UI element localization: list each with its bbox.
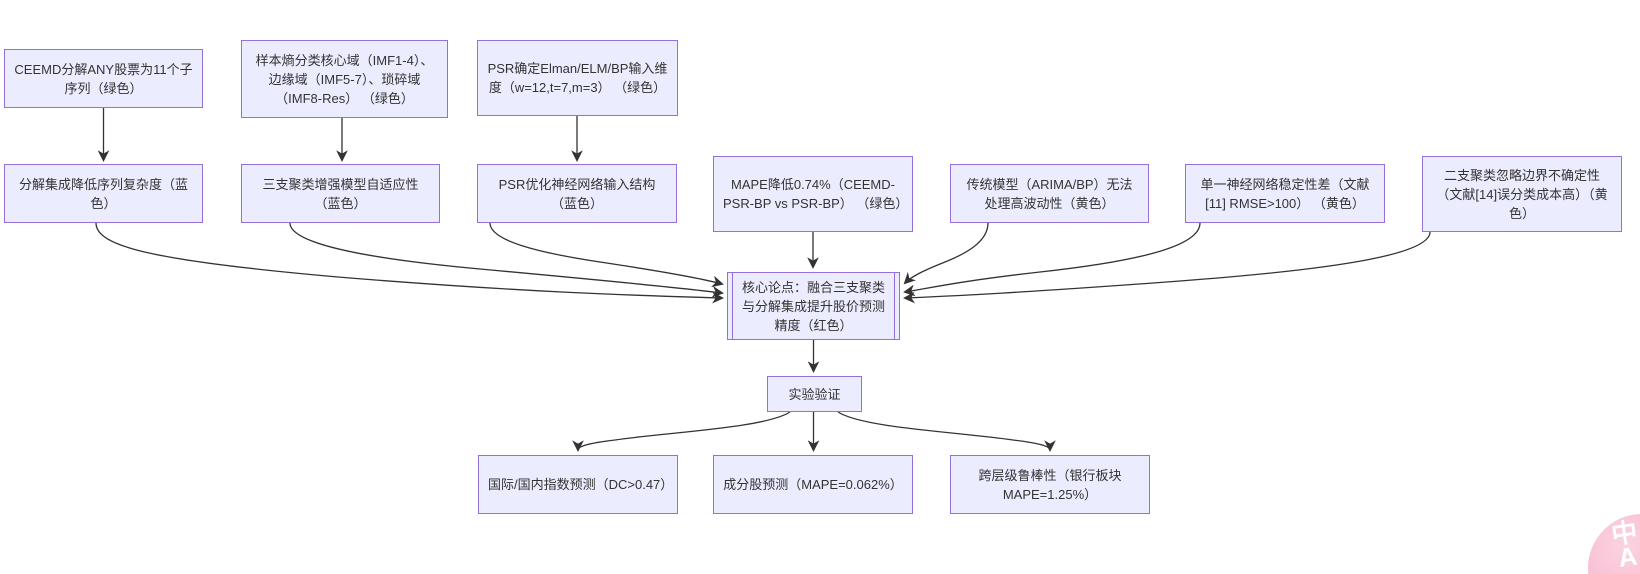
- edge-experiment-to-robustness: [837, 411, 1056, 452]
- node-cross-level-robustness: 跨层级鲁棒性（银行板块 MAPE=1.25%）: [950, 455, 1150, 514]
- translate-icon[interactable]: 中A: [1609, 516, 1640, 574]
- node-decomposition-complexity: 分解集成降低序列复杂度（蓝色）: [4, 164, 203, 223]
- node-ceemd-decompose: CEEMD分解ANY股票为11个子序列（绿色）: [4, 49, 203, 108]
- edge-psrstructure-to-core: [489, 222, 724, 288]
- edge-twoway-to-core: [903, 231, 1431, 304]
- node-traditional-model-limits: 传统模型（ARIMA/BP）无法处理高波动性（黄色）: [950, 164, 1149, 223]
- node-single-nn-instability: 单一神经网络稳定性差（文献[11] RMSE>100） （黄色）: [1185, 164, 1385, 223]
- node-core-thesis: 核心论点：融合三支聚类与分解集成提升股价预测精度（红色）: [727, 272, 900, 340]
- node-mape-improvement: MAPE降低0.74%（CEEMD-PSR-BP vs PSR-BP） （绿色）: [713, 156, 913, 232]
- edge-complexity-to-core: [95, 222, 724, 304]
- node-index-prediction: 国际/国内指数预测（DC>0.47）: [478, 455, 678, 514]
- edge-experiment-to-index: [572, 411, 791, 452]
- node-experiment-validation: 实验验证: [767, 376, 862, 412]
- node-psr-input-dimension: PSR确定Elman/ELM/BP输入维度（w=12,t=7,m=3） （绿色）: [477, 40, 678, 116]
- edge-singlenn-to-core: [903, 222, 1201, 297]
- node-psr-input-structure: PSR优化神经网络输入结构（蓝色）: [477, 164, 677, 223]
- node-sample-entropy-domains: 样本熵分类核心域（IMF1-4）、边缘域（IMF5-7）、琐碎域（IMF8-Re…: [241, 40, 448, 118]
- node-constituent-prediction: 成分股预测（MAPE=0.062%）: [713, 455, 913, 514]
- edge-traditional-to-core: [903, 222, 989, 285]
- edge-adaptivity-to-core: [289, 222, 724, 298]
- node-two-way-cluster-limits: 二支聚类忽略边界不确定性（文献[14]误分类成本高）（黄色）: [1422, 156, 1622, 232]
- node-three-way-adaptivity: 三支聚类增强模型自适应性（蓝色）: [241, 164, 440, 223]
